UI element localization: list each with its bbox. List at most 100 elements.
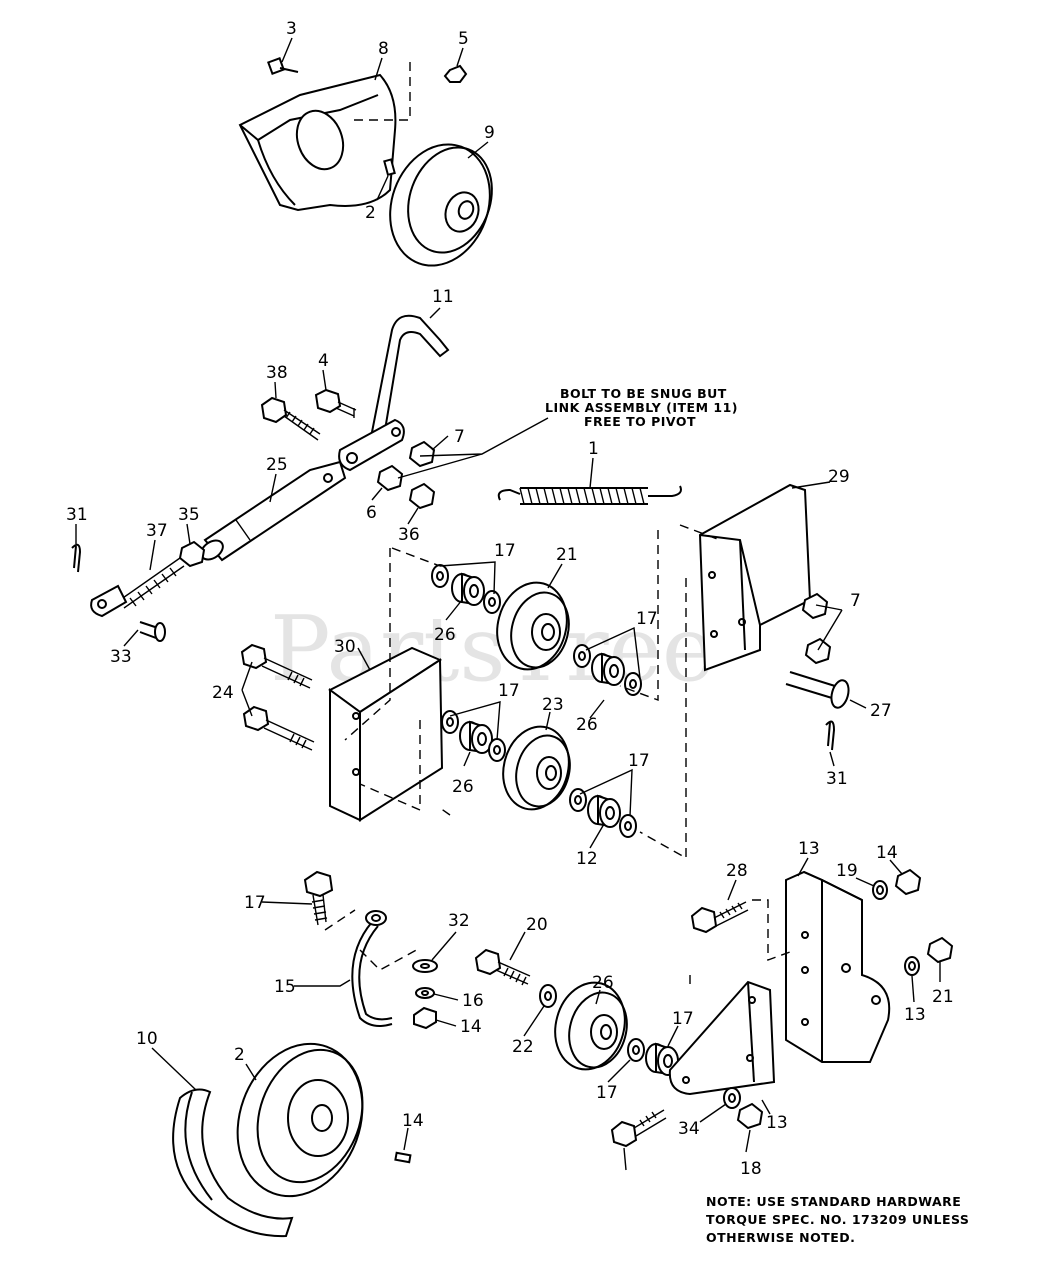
pivot-callout: BOLT TO BE SNUG BUT LINK ASSEMBLY (ITEM … <box>545 386 738 429</box>
label-part-38: 38 <box>266 363 288 383</box>
label-part-17-a: 17 <box>494 541 516 561</box>
washer-part-17-c <box>573 644 591 668</box>
pin-part-33 <box>139 621 166 642</box>
bolt-part-3 <box>267 57 299 75</box>
label-part-6: 6 <box>366 503 377 523</box>
label-part-5: 5 <box>458 29 469 49</box>
pivot-callout-line-2: LINK ASSEMBLY (ITEM 11) <box>545 400 738 415</box>
label-part-2-top: 2 <box>365 203 376 223</box>
torque-note: NOTE: USE STANDARD HARDWARE TORQUE SPEC.… <box>706 1194 969 1245</box>
label-part-26-e: 17 <box>672 1009 694 1029</box>
label-part-22: 10 <box>136 1029 158 1049</box>
rod-part-20 <box>351 910 393 1027</box>
washer-part-14-b <box>904 956 920 976</box>
cotter-pin-part-31-lower <box>825 720 836 751</box>
label-part-17-b: 17 <box>636 609 658 629</box>
label-part-13-b: 21 <box>932 987 954 1007</box>
label-part-21-lower: 26 <box>592 973 614 993</box>
bracket-part-29 <box>698 483 812 672</box>
washer-part-14-a <box>872 880 888 900</box>
pulley-part-21-lower <box>554 981 628 1071</box>
label-part-17-d: 17 <box>628 751 650 771</box>
nut-part-6 <box>376 464 404 492</box>
label-part-31-upper: 31 <box>66 505 88 525</box>
bolt-part-18 <box>610 1109 667 1148</box>
label-part-8: 8 <box>378 39 389 59</box>
label-part-21-upper: 21 <box>556 545 578 565</box>
label-part-7-upper: 7 <box>454 427 465 447</box>
nut-part-36 <box>408 482 436 510</box>
bracket-part-30 <box>328 646 444 822</box>
bolt-part-19 <box>303 870 334 926</box>
bracket-part-34 <box>668 980 776 1096</box>
label-part-3: 3 <box>286 19 297 39</box>
label-part-17-e: 32 <box>448 911 470 931</box>
cotter-pin-part-31-upper <box>71 543 82 573</box>
label-part-17-c: 17 <box>498 681 520 701</box>
nut-part-7-upper <box>408 440 436 468</box>
label-part-26-a: 26 <box>434 625 456 645</box>
key-part-2-lower <box>394 1151 412 1164</box>
washer-part-17-e <box>441 710 459 734</box>
label-part-16: 14 <box>460 1017 482 1037</box>
label-part-32: 20 <box>526 915 548 935</box>
label-part-13-c: 18 <box>740 1159 762 1179</box>
label-part-24: 24 <box>212 683 234 703</box>
pivot-callout-line-3: FREE TO PIVOT <box>584 414 696 429</box>
nut-part-13-a <box>894 868 922 896</box>
label-part-33: 33 <box>110 647 132 667</box>
washer-part-17-g <box>569 788 587 812</box>
pulley-part-21-upper <box>496 581 570 671</box>
label-part-28: 13 <box>798 839 820 859</box>
label-part-9: 9 <box>484 123 495 143</box>
bolt-part-24-lower <box>242 705 315 751</box>
bolt-part-32 <box>474 948 531 986</box>
pulley-part-23 <box>502 725 571 811</box>
label-part-12: 28 <box>726 861 748 881</box>
spacer-part-26-d <box>587 794 621 828</box>
label-part-25: 25 <box>266 455 288 475</box>
pin-part-27 <box>785 671 850 709</box>
label-part-26-c: 26 <box>452 777 474 797</box>
washer-part-17-b <box>483 590 501 614</box>
nut-part-13-c <box>736 1102 764 1130</box>
bolt-part-12 <box>690 901 749 934</box>
label-part-1: 1 <box>588 439 599 459</box>
pivot-callout-line-1: BOLT TO BE SNUG BUT <box>560 386 727 401</box>
label-part-13-a: 14 <box>876 843 898 863</box>
key-part-2 <box>383 158 396 177</box>
leader-lines <box>75 37 941 1171</box>
label-part-26-d: 12 <box>576 849 598 869</box>
threaded-rod-part-37 <box>90 557 185 618</box>
nut-part-7-right-upper <box>801 592 829 620</box>
torque-note-line-2: TORQUE SPEC. NO. 173209 UNLESS <box>706 1212 969 1227</box>
label-part-14-a: 19 <box>836 861 858 881</box>
label-part-26-b: 26 <box>576 715 598 735</box>
label-part-7-right: 7 <box>850 591 861 611</box>
bracket-part-28 <box>785 870 891 1063</box>
label-part-34: 13 <box>766 1113 788 1133</box>
bolt-part-38 <box>260 396 321 441</box>
label-part-11: 11 <box>432 287 454 307</box>
nut-part-5 <box>443 64 468 83</box>
belt-guard-part-8 <box>238 73 397 212</box>
label-part-19: 17 <box>244 893 266 913</box>
nut-part-13-b <box>926 936 954 964</box>
label-part-29: 29 <box>828 467 850 487</box>
pulley-part-9 <box>389 143 493 267</box>
label-part-2-bottom: 14 <box>402 1111 424 1131</box>
link-part-11 <box>338 314 450 472</box>
spring-part-1 <box>497 485 682 505</box>
torque-note-line-1: NOTE: USE STANDARD HARDWARE <box>706 1194 961 1209</box>
alignment-line-mid <box>344 524 721 860</box>
nut-part-16 <box>413 1006 437 1030</box>
label-part-14-b: 13 <box>904 1005 926 1025</box>
spacer-part-26-c <box>459 720 493 754</box>
label-part-14-c: 34 <box>678 1119 700 1139</box>
belt-part-22 <box>172 1088 294 1238</box>
part-number-labels: 3 5 8 9 2 11 38 4 7 1 25 6 36 29 31 37 3… <box>66 19 954 1179</box>
washer-part-14-c <box>723 1087 741 1109</box>
label-part-15: 16 <box>462 991 484 1011</box>
label-part-27: 27 <box>870 701 892 721</box>
